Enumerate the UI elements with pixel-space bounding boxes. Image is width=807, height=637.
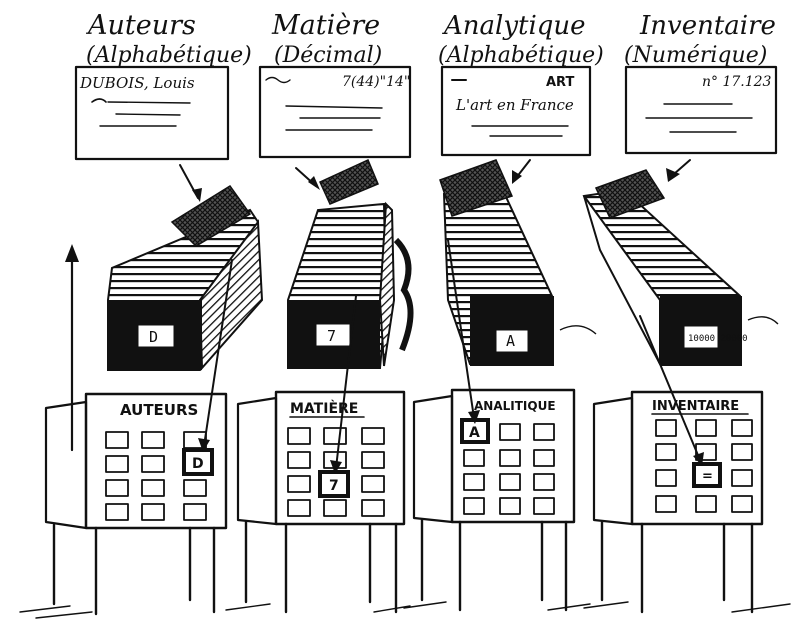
index-card-inventaire: n° 17.123 xyxy=(626,67,776,153)
heading-analytique-line2: (Alphabétique) xyxy=(438,43,604,68)
drawer-auteurs: D xyxy=(108,186,262,370)
drawer-label-analytique: A xyxy=(506,332,515,350)
heading-auteurs-line2: (Alphabétique) xyxy=(86,43,252,68)
heading-inventaire-line1: Inventaire xyxy=(639,11,776,41)
index-card-matiere: 7(44)"14" xyxy=(260,67,410,157)
column-matiere: Matière (Décimal) 7(44)"14" 7 MATIÈRE xyxy=(226,10,411,612)
cabinet-highlight-auteurs: D xyxy=(192,456,204,472)
cabinet-label-auteurs: AUTEURS xyxy=(120,401,198,419)
column-auteurs: Auteurs (Alphabétique) DUBOIS, Louis D A… xyxy=(20,10,262,618)
index-card-auteurs: DUBOIS, Louis xyxy=(76,67,228,159)
card-cabinet-matiere: MATIÈRE 7 xyxy=(226,392,410,612)
drawer-label-auteurs: D xyxy=(149,328,158,346)
index-card-analytique: ART L'art en France xyxy=(442,67,590,155)
cabinet-label-inventaire: INVENTAIRE xyxy=(652,399,739,414)
cabinet-highlight-analytique: A xyxy=(469,425,480,441)
card-text-auteurs: DUBOIS, Louis xyxy=(79,74,195,92)
cabinet-label-matiere: MATIÈRE xyxy=(290,400,358,417)
card-cabinet-analytique: ANALITIQUE A xyxy=(404,390,590,610)
card-text-matiere: 7(44)"14" xyxy=(342,74,410,90)
card-cabinet-auteurs: AUTEURS D xyxy=(20,394,226,618)
drawer-label-inventaire: 10000 20000 xyxy=(688,334,748,344)
cabinet-highlight-matiere: 7 xyxy=(329,478,339,494)
heading-matiere-line2: (Décimal) xyxy=(274,43,382,68)
card-cabinet-inventaire: INVENTAIRE = xyxy=(584,392,790,612)
heading-inventaire-line2: (Numérique) xyxy=(624,43,767,68)
heading-matiere-line1: Matière xyxy=(271,10,380,41)
drawer-matiere: 7 xyxy=(288,160,411,368)
column-inventaire: Inventaire (Numérique) n° 17.123 10000 2… xyxy=(584,11,790,612)
heading-analytique-line1: Analytique xyxy=(442,11,586,41)
cabinet-label-analytique: ANALITIQUE xyxy=(474,399,556,413)
card-text2-analytique: L'art en France xyxy=(455,96,574,114)
drawer-inventaire: 10000 20000 xyxy=(584,170,778,366)
cabinet-highlight-inventaire: = xyxy=(702,469,713,484)
drawer-label-matiere: 7 xyxy=(327,327,336,345)
column-analytique: Analytique (Alphabétique) ART L'art en F… xyxy=(404,11,604,610)
card-text-analytique: ART xyxy=(546,75,574,90)
drawer-analytique: A xyxy=(440,160,596,366)
heading-auteurs-line1: Auteurs xyxy=(85,10,196,41)
card-text-inventaire: n° 17.123 xyxy=(702,74,772,90)
